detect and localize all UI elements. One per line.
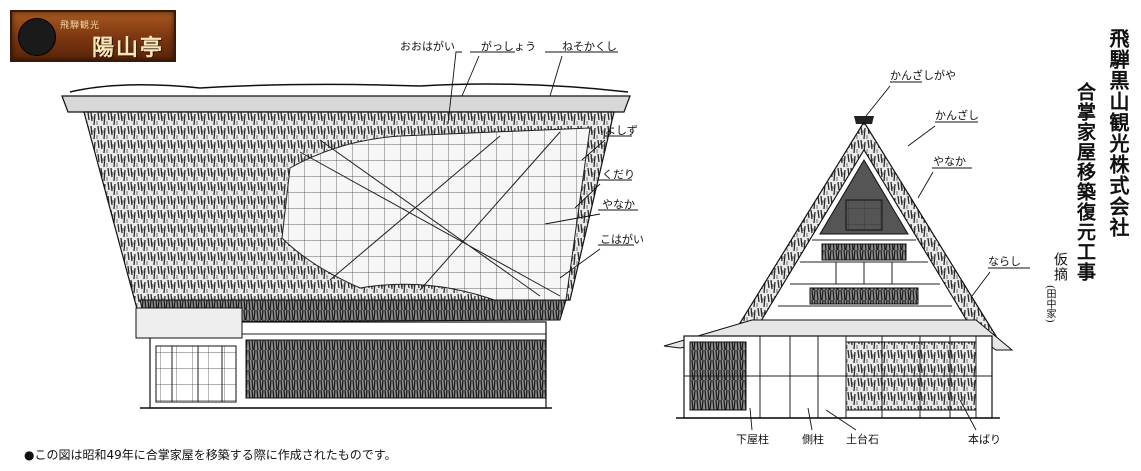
label-gassho: がっしょう — [481, 39, 536, 53]
title-note: 仮摘 — [1052, 252, 1068, 282]
label-narashi: ならし — [988, 255, 1021, 268]
gable-elevation — [663, 116, 1014, 419]
title-company: 飛騨黒山観光株式会社 — [1106, 28, 1130, 238]
logo-name: 陽山亭 — [92, 35, 165, 61]
logo-emblem-icon — [18, 18, 56, 56]
label-kohagai: こはがい — [600, 232, 644, 246]
label-dodaiishi: 土台石 — [846, 432, 879, 446]
label-kanzashigaya: かんざしがや — [890, 68, 956, 82]
gable-leader-lines — [749, 81, 1030, 431]
label-gawabashira: 側柱 — [802, 432, 824, 446]
label-honbari: 本ばり — [968, 432, 1001, 446]
label-oohagai: おおはがい — [400, 39, 455, 53]
title-house-name: (田中家) — [1044, 285, 1055, 323]
label-geyabashira: 下屋柱 — [736, 432, 769, 446]
side-elevation — [61, 83, 631, 409]
label-nesokakushi: ねそかくし — [562, 40, 617, 53]
label-yoshizu: よしず — [605, 124, 638, 137]
caption: ●この図は昭和49年に合掌家屋を移築する際に作成されたものです。 — [24, 448, 397, 462]
side-leader-lines — [447, 51, 638, 279]
label-kudari: くだり — [602, 168, 635, 181]
logo-badge: 飛騨観光 陽山亭 — [10, 10, 176, 62]
label-yanaka-left: やなか — [602, 198, 635, 211]
logo-small-text: 飛騨観光 — [60, 21, 101, 31]
roof-ridge — [61, 95, 631, 113]
label-kanzashi: かんざし — [935, 108, 979, 122]
label-yanaka-right: やなか — [933, 155, 966, 168]
title-project: 合掌家屋移築復元工事 — [1074, 82, 1096, 282]
